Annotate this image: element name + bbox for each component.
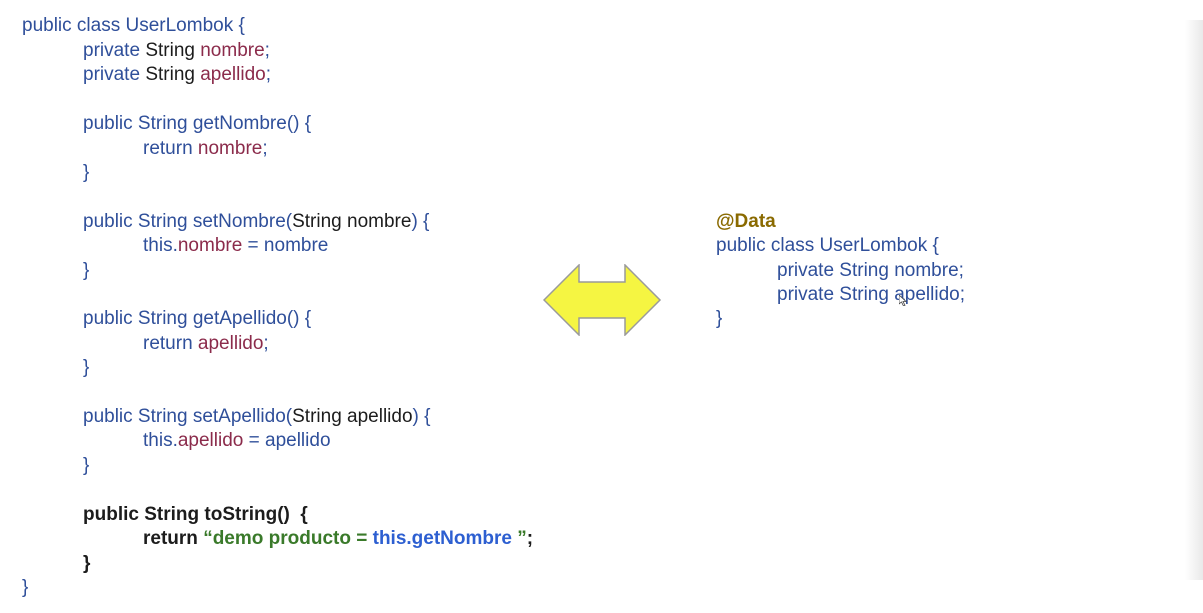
field-apellido: private String apellido; bbox=[83, 64, 272, 85]
to-string-close: } bbox=[83, 553, 91, 574]
get-apellido-signature: public String getApellido() { bbox=[83, 308, 312, 329]
set-apellido-close: } bbox=[83, 455, 90, 476]
get-nombre-close: } bbox=[83, 162, 90, 183]
get-apellido-return: return apellido; bbox=[143, 333, 269, 354]
class-close: } bbox=[22, 577, 29, 598]
to-string-signature: public String toString() { bbox=[83, 504, 308, 525]
lombok-class-declaration: public class UserLombok { bbox=[716, 235, 939, 256]
field-nombre: private String nombre; bbox=[83, 40, 270, 61]
get-nombre-signature: public String getNombre() { bbox=[83, 113, 312, 134]
set-nombre-assign: this.nombre = nombre bbox=[143, 235, 329, 256]
set-nombre-close: } bbox=[83, 260, 90, 281]
lombok-field-nombre: private String nombre; bbox=[777, 260, 964, 281]
get-nombre-return: return nombre; bbox=[143, 138, 268, 159]
class-declaration: public class UserLombok { bbox=[22, 15, 245, 36]
set-nombre-signature: public String setNombre(String nombre) { bbox=[83, 211, 430, 232]
mouse-cursor-icon bbox=[899, 295, 908, 306]
set-apellido-assign: this.apellido = apellido bbox=[143, 430, 331, 451]
to-string-return: return “demo producto = this.getNombre ”… bbox=[143, 528, 534, 549]
set-apellido-signature: public String setApellido(String apellid… bbox=[83, 406, 431, 427]
data-annotation: @Data bbox=[716, 211, 776, 232]
lombok-field-apellido: private String apellido; bbox=[777, 284, 965, 305]
window-edge-shadow bbox=[1185, 20, 1203, 580]
get-apellido-close: } bbox=[83, 357, 90, 378]
double-arrow-icon bbox=[543, 264, 662, 336]
lombok-class-close: } bbox=[716, 308, 723, 329]
